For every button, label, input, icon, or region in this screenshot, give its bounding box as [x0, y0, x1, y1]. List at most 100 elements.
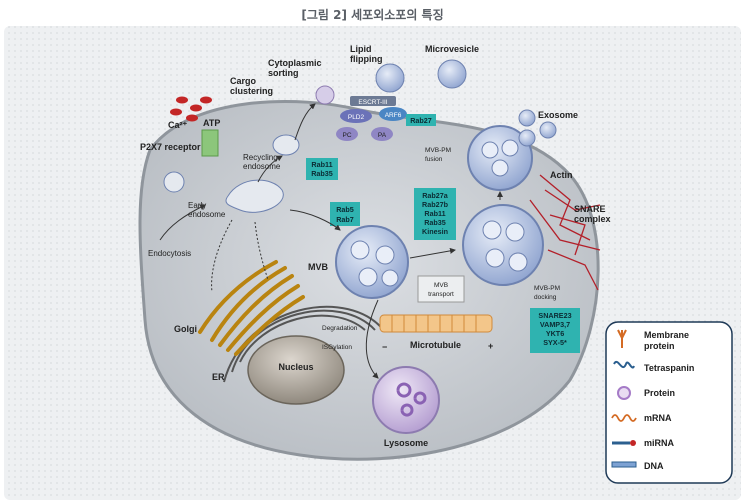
snare-group-line4: SYX-5*: [543, 338, 567, 347]
mvb-pm-fusion: [467, 125, 533, 191]
actin-network: [529, 174, 601, 291]
dna-icon: [611, 461, 637, 468]
early-endosome-line1: Early: [188, 201, 206, 210]
escrt-bar: [350, 96, 396, 106]
rab27-box: [406, 114, 436, 126]
lipid-vesicle: [375, 63, 405, 93]
mvb-pm-fusion-line2: fusion: [425, 156, 443, 163]
pld2-shape: [340, 109, 372, 123]
mvb-pm-docking-line1: MVB-PM: [534, 285, 560, 292]
escrt-label: ESCRT-III: [358, 99, 387, 106]
tetraspanin-icon: [613, 361, 635, 369]
snare-group-box: [530, 308, 580, 353]
microtubule-minus: −: [382, 342, 387, 352]
lysosome-label: Lysosome: [384, 438, 428, 448]
rab-group-line4: Rab35: [424, 218, 446, 227]
mvb-pm-fusion-line1: MVB-PM: [425, 147, 451, 154]
rab-group-line3: Rab11: [424, 209, 445, 218]
isgylation-label: ISGylation: [322, 344, 352, 351]
calcium-ions: [170, 96, 212, 122]
snare-complex-line2: complex: [574, 214, 611, 224]
early-endosome-line2: endosome: [188, 210, 226, 219]
recycling-endosome-line2: endosome: [243, 162, 281, 171]
microvesicle: [437, 59, 467, 89]
endocytosis-label: Endocytosis: [148, 249, 191, 258]
pa-shape: [371, 127, 393, 141]
rab35-label: Rab35: [311, 169, 333, 178]
cytoplasmic-sorting-line1: Cytoplasmic: [268, 58, 322, 68]
rab27-label: Rab27: [410, 116, 432, 125]
snare-group-line2: VAMP3,7: [540, 320, 570, 329]
legend-tetraspanin: Tetraspanin: [613, 361, 694, 373]
legend-membrane-protein-line1: Membrane: [644, 330, 689, 340]
mvb-right: [462, 204, 544, 286]
rab5-label: Rab5: [336, 205, 354, 214]
snare-group-line1: SNARE23: [538, 311, 571, 320]
mvb-left: [335, 225, 409, 299]
legend-mrna-label: mRNA: [644, 413, 672, 423]
microvesicle-label: Microvesicle: [425, 44, 479, 54]
pa-label: PA: [378, 132, 387, 139]
legend-dna: DNA: [611, 461, 664, 471]
er-label: ER: [212, 372, 225, 382]
recycling-endosome-line1: Recycling: [243, 153, 278, 162]
legend-mirna-label: miRNA: [644, 438, 675, 448]
microtubule-label: Microtubule: [410, 340, 461, 350]
actin-label: Actin: [550, 170, 573, 180]
legend-mrna: mRNA: [611, 413, 672, 423]
rab-group-box: [414, 188, 456, 240]
arf6-label: ARF6: [385, 112, 402, 119]
early-endosome: [225, 179, 284, 213]
mvb-transport-box: [417, 275, 465, 303]
exosomes: [518, 109, 557, 147]
legend-mirna: miRNA: [612, 438, 675, 448]
legend-tetraspanin-label: Tetraspanin: [644, 363, 694, 373]
p2x7-label: P2X7 receptor: [140, 142, 201, 152]
mvb-transport-line2: transport: [428, 291, 454, 298]
protein-icon: [617, 386, 631, 400]
lysosome: [372, 366, 440, 434]
endocytic-vesicle: [163, 171, 185, 193]
mvb-pm-docking-line2: docking: [534, 294, 557, 301]
budding-vesicle: [315, 85, 335, 105]
microtubule: [379, 314, 493, 333]
legend-membrane-protein-line2: protein: [644, 341, 675, 351]
legend-protein: Protein: [617, 386, 675, 400]
mvb-label: MVB: [308, 262, 329, 272]
legend-dna-label: DNA: [644, 461, 664, 471]
cargo-clustering-line1: Cargo: [230, 76, 257, 86]
snare-group-line3: YKT6: [546, 329, 564, 338]
arf6-shape: [379, 107, 407, 121]
legend-protein-label: Protein: [644, 388, 675, 398]
pc-shape: [336, 127, 358, 141]
legend-box: [605, 321, 733, 484]
lipid-flipping-line2: flipping: [350, 54, 383, 64]
nucleus: [247, 335, 345, 405]
rab7-label: Rab7: [336, 215, 354, 224]
rab11-rab35-box: [306, 158, 338, 180]
golgi: [198, 260, 305, 356]
cytoplasmic-sorting-line2: sorting: [268, 68, 299, 78]
pc-label: PC: [342, 132, 351, 139]
cargo-clustering-line2: clustering: [230, 86, 273, 96]
lipid-flipping-line1: Lipid: [350, 44, 372, 54]
atp-label: ATP: [203, 118, 220, 128]
exosome-label: Exosome: [538, 110, 578, 120]
recycling-endosome: [272, 134, 300, 156]
degradation-label: Degradation: [322, 325, 358, 332]
rab11-label: Rab11: [311, 160, 332, 169]
rab-group-line5: Kinesin: [422, 227, 448, 236]
rab5-rab7-box: [330, 202, 360, 226]
ca2-label: Ca²⁺: [168, 120, 188, 130]
pathway-arrows: [159, 103, 503, 259]
dashed-arrows: [211, 219, 269, 293]
pld2-label: PLD2: [348, 114, 365, 121]
mvb-transport-line1: MVB: [434, 282, 448, 289]
snare-complex-line1: SNARE: [574, 204, 606, 214]
nucleus-label: Nucleus: [278, 362, 313, 372]
rab-group-line2: Rab27b: [422, 200, 449, 209]
figure-title: [그림 2] 세포외소포의 특징: [301, 8, 444, 22]
golgi-label: Golgi: [174, 324, 197, 334]
